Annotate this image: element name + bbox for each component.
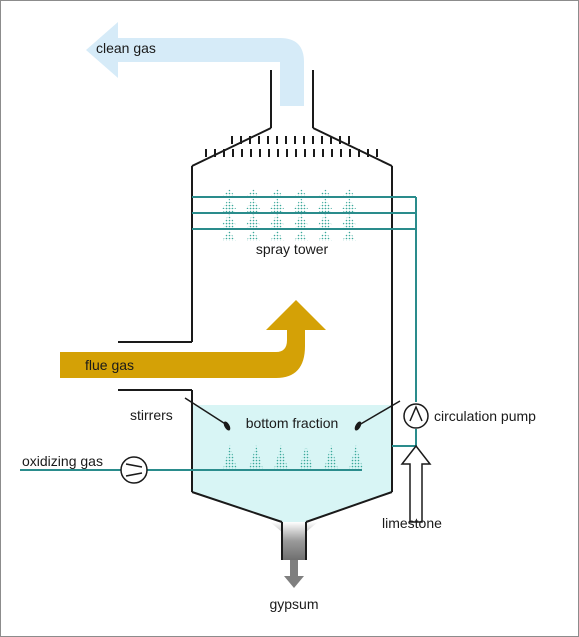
vessel-outline — [118, 70, 393, 560]
spray-nozzle-icon — [246, 221, 260, 241]
spray-nozzle-icon — [294, 205, 308, 225]
spray-nozzle-icon — [270, 221, 284, 241]
gypsum-outlet — [270, 522, 318, 560]
limestone-label: limestone — [382, 515, 442, 531]
demister-grid — [205, 136, 378, 157]
stirrer-icon — [354, 421, 362, 431]
circulation-pump-label: circulation pump — [434, 408, 536, 424]
pump-icon — [403, 403, 429, 429]
compressor-icon — [120, 456, 148, 484]
aeration-nozzle-icon — [299, 445, 313, 469]
flue-gas-label: flue gas — [85, 357, 134, 373]
spray-nozzle-icon — [342, 205, 356, 225]
aeration-nozzles — [223, 445, 363, 469]
gypsum-arrow-shaft — [290, 560, 298, 576]
spray-nozzle-icon — [222, 221, 236, 241]
spray-tower-label: spray tower — [256, 241, 329, 257]
clean-gas-arrow — [86, 22, 304, 106]
spray-nozzle-icon — [270, 189, 284, 209]
spray-nozzle-icon — [294, 189, 308, 209]
gypsum-arrow-head — [284, 576, 304, 588]
clean-gas-label: clean gas — [96, 40, 156, 56]
gypsum-label: gypsum — [269, 596, 318, 612]
spray-nozzle-icon — [246, 205, 260, 225]
spray-piping — [20, 196, 417, 471]
aeration-nozzle-icon — [249, 445, 263, 469]
stirrer-icon — [223, 421, 231, 431]
spray-nozzle-icon — [318, 221, 332, 241]
spray-nozzle-icon — [294, 221, 308, 241]
spray-nozzle-icon — [342, 221, 356, 241]
spray-nozzle-icon — [222, 205, 236, 225]
aeration-nozzle-icon — [274, 445, 288, 469]
bottom-fraction-label: bottom fraction — [246, 415, 339, 431]
flue-gas-arrow — [60, 300, 326, 378]
stirrer-left — [184, 397, 228, 426]
spray-nozzle-icon — [318, 205, 332, 225]
aeration-nozzle-icon — [349, 445, 363, 469]
spray-nozzle-icon — [318, 189, 332, 209]
limestone-arrow — [400, 444, 432, 523]
oxidizing-gas-label: oxidizing gas — [22, 453, 103, 469]
aeration-nozzle-icon — [223, 445, 237, 469]
liquid-fill — [192, 405, 392, 522]
spray-nozzle-icon — [222, 189, 236, 209]
spray-nozzle-icon — [246, 189, 260, 209]
spray-nozzle-icon — [342, 189, 356, 209]
spray-nozzles — [222, 189, 356, 241]
aeration-nozzle-icon — [324, 445, 338, 469]
stirrers-label: stirrers — [130, 407, 173, 423]
stirrer-right — [358, 400, 401, 426]
spray-nozzle-icon — [270, 205, 284, 225]
